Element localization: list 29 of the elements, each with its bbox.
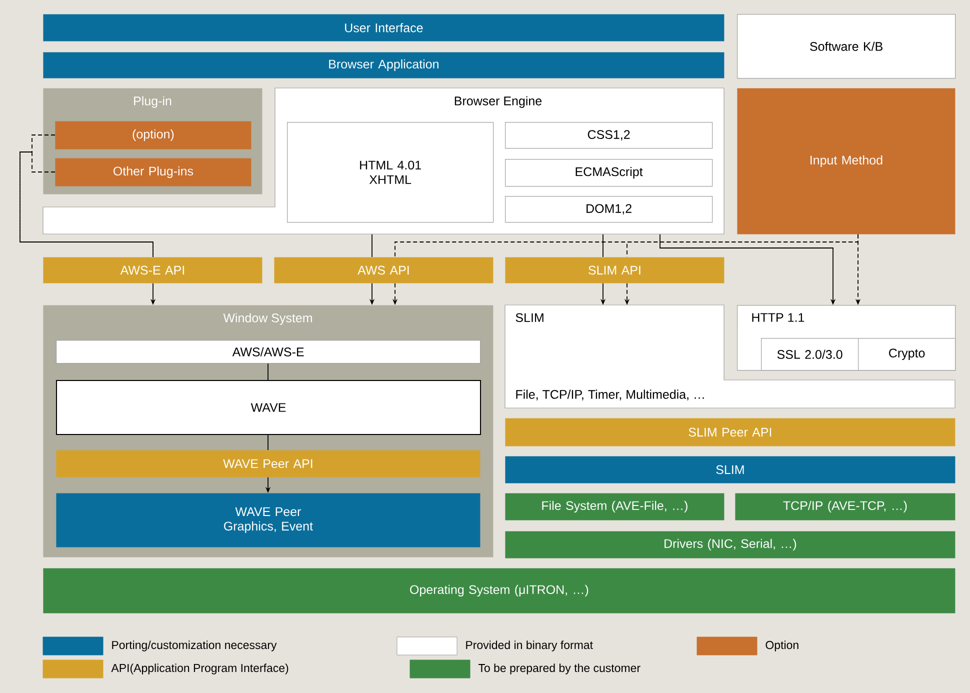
module-box: WAVE xyxy=(56,380,481,435)
legend-label: API(Application Program Interface) xyxy=(111,664,288,674)
module-box: Crypto xyxy=(858,338,956,371)
legend-label: Provided in binary format xyxy=(466,640,593,652)
api-bar: SLIM Peer API xyxy=(505,418,956,446)
api-bar: WAVE Peer API xyxy=(56,450,480,478)
module-box: ECMAScript xyxy=(505,159,713,187)
legend-label: Option xyxy=(766,640,798,652)
layer-bar: TCP/IP (AVE-TCP, …) xyxy=(735,493,956,520)
layer-bar: File System (AVE-File, …) xyxy=(505,493,724,520)
layer-bar: Drivers (NIC, Serial, …) xyxy=(505,531,956,558)
module-bar: (option) xyxy=(55,121,252,150)
legend-label: Porting/customization necessary xyxy=(112,640,277,652)
module-box: DOM1,2 xyxy=(505,196,713,223)
layer-bar: SLIM xyxy=(505,456,956,484)
api-bar: AWS-E API xyxy=(43,257,262,284)
layer-bar: User Interface xyxy=(43,14,724,42)
module-box: HTML 4.01 XHTML xyxy=(287,122,494,223)
module-box: CSS1,2 xyxy=(505,122,713,149)
module-box: WAVE Peer Graphics, Event xyxy=(56,493,480,548)
module-bar: Other Plug-ins xyxy=(55,158,252,186)
module-box: Software K/B xyxy=(737,14,956,79)
module-box: Input Method xyxy=(737,88,956,234)
module-bar: AWS/AWS-E xyxy=(56,340,481,364)
legend-label: To be prepared by the customer xyxy=(478,664,640,674)
layer-bar: Operating System (μITRON, …) xyxy=(43,568,956,614)
api-bar: SLIM API xyxy=(505,257,724,284)
layer-bar: Browser Application xyxy=(43,52,724,78)
api-bar: AWS API xyxy=(274,257,494,284)
